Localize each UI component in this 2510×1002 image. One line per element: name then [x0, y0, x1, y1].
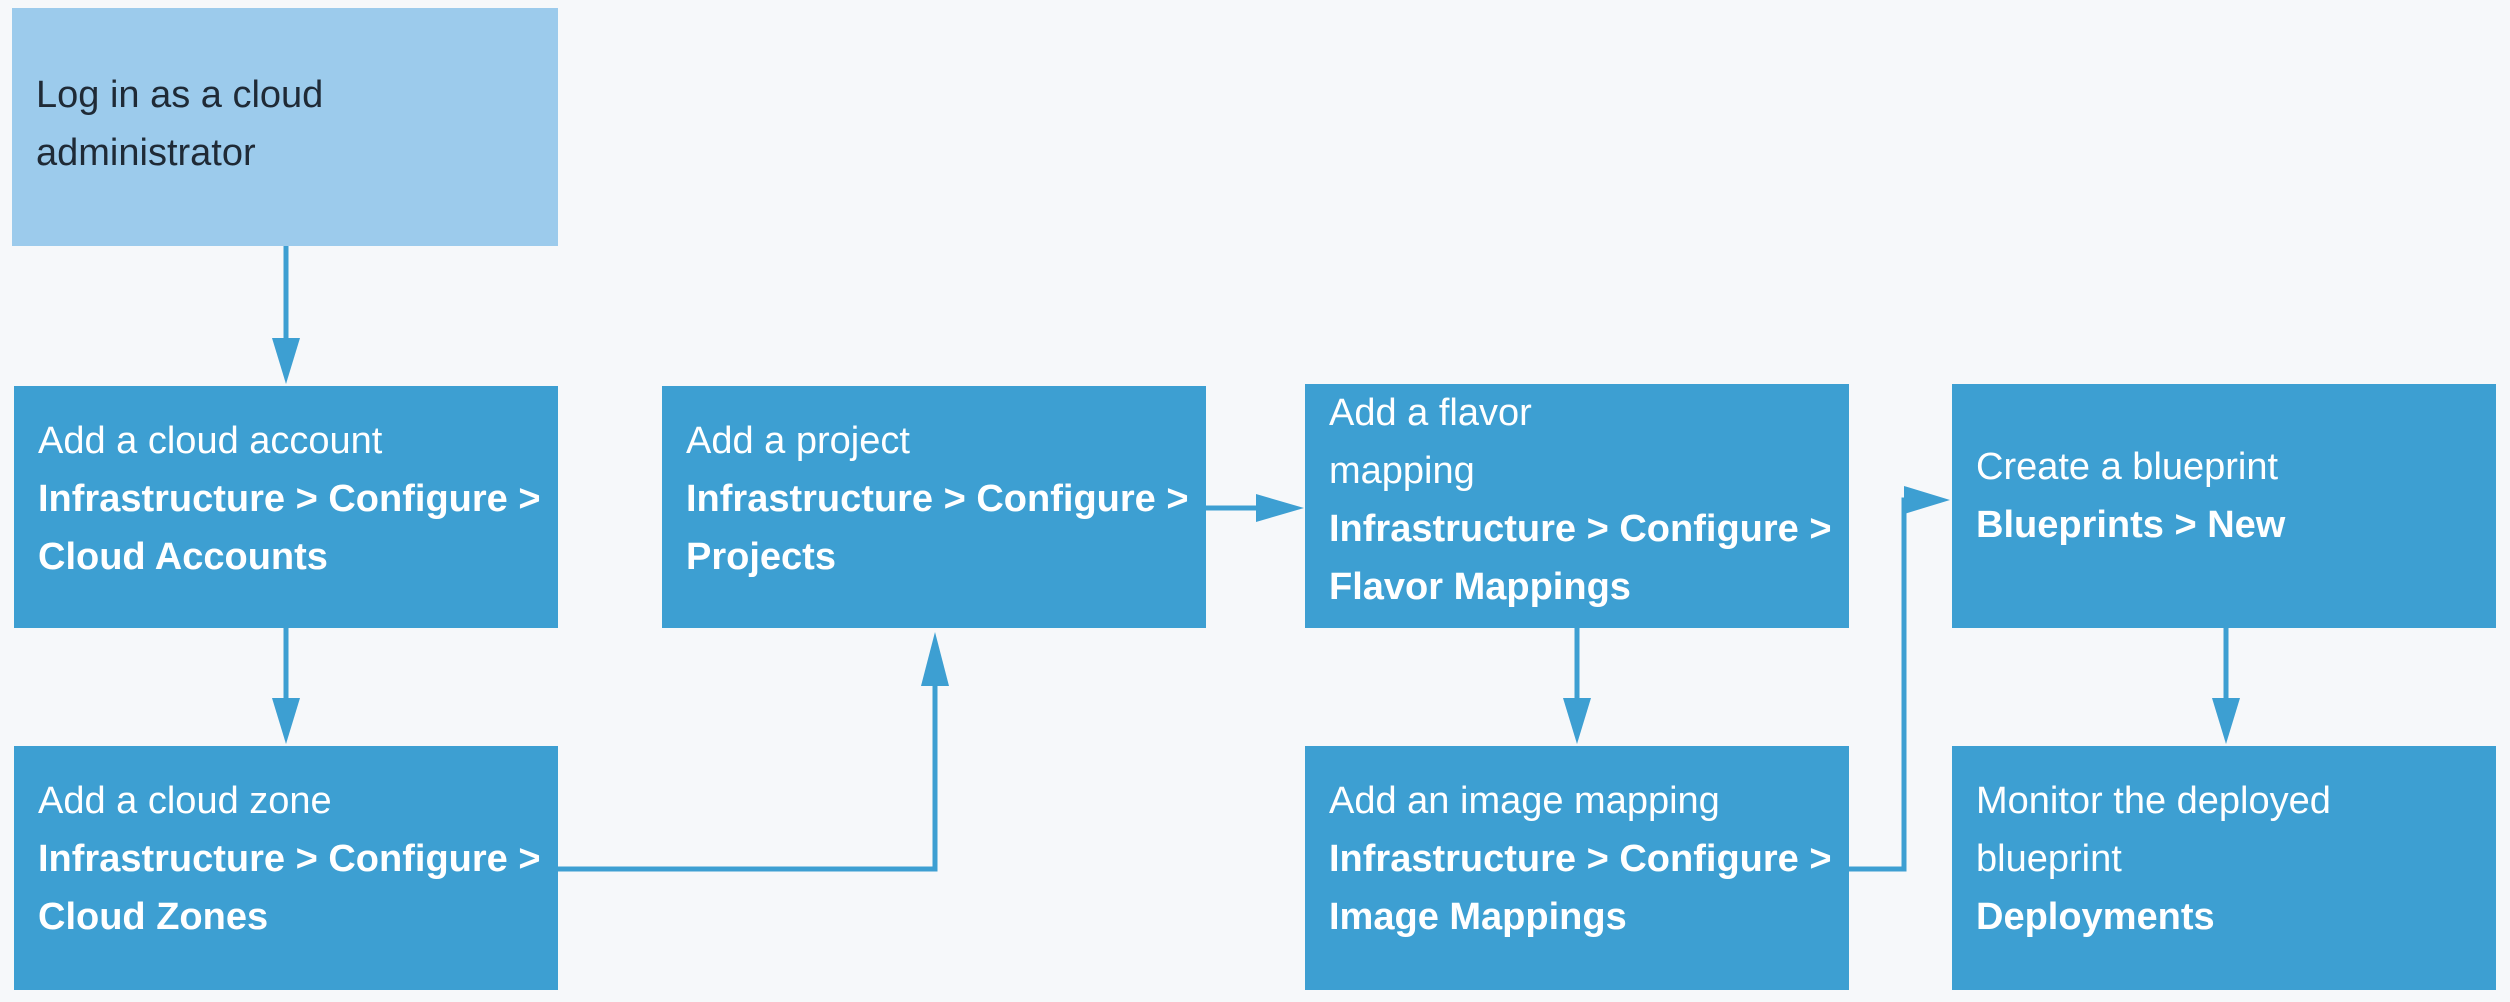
- login-step-line-1: Log in as a cloud: [36, 74, 324, 116]
- connector-image-mapping-to-blueprint: [1849, 497, 1920, 872]
- flavor-mapping-title-line-1: Add a flavor: [1329, 392, 1532, 434]
- project-path-line-2: Projects: [686, 536, 836, 578]
- arrowhead-down-icon: [2212, 698, 2240, 744]
- arrowhead-down-icon: [272, 338, 300, 384]
- arrowhead-right-icon: [1904, 486, 1950, 514]
- cloud-account-path-line-1: Infrastructure > Configure >: [38, 478, 541, 520]
- arrowhead-right-icon: [1256, 494, 1304, 522]
- blueprint-path: Blueprints > New: [1976, 504, 2286, 546]
- flavor-mapping-path-line-1: Infrastructure > Configure >: [1329, 508, 1832, 550]
- cloud-zone-path-line-1: Infrastructure > Configure >: [38, 838, 541, 880]
- login-step-box: Log in as a cloud administrator: [12, 8, 558, 246]
- monitor-title-line-1: Monitor the deployed: [1976, 780, 2331, 822]
- monitor-path: Deployments: [1976, 896, 2215, 938]
- flavor-mapping-path-line-2: Flavor Mappings: [1329, 566, 1631, 608]
- image-mapping-title: Add an image mapping: [1329, 780, 1720, 822]
- flavor-mapping-title-line-2: mapping: [1329, 450, 1475, 492]
- arrowhead-up-icon: [921, 632, 949, 686]
- project-title: Add a project: [686, 420, 910, 462]
- image-mapping-step-box: Add an image mapping Infrastructure > Co…: [1305, 746, 1849, 990]
- login-step-line-2: administrator: [36, 132, 256, 174]
- flavor-mapping-step-box: Add a flavor mapping Infrastructure > Co…: [1305, 384, 1849, 628]
- monitor-step-box: Monitor the deployed blueprint Deploymen…: [1952, 746, 2496, 990]
- cloud-account-title: Add a cloud account: [38, 420, 383, 462]
- arrowhead-down-icon: [1563, 698, 1591, 744]
- image-mapping-path-line-2: Image Mappings: [1329, 896, 1627, 938]
- cloud-zone-path-line-2: Cloud Zones: [38, 896, 269, 938]
- cloud-account-path-line-2: Cloud Accounts: [38, 536, 328, 578]
- cloud-zone-title: Add a cloud zone: [38, 780, 332, 822]
- cloud-zone-step-box: Add a cloud zone Infrastructure > Config…: [14, 746, 558, 990]
- blueprint-step-box: Create a blueprint Blueprints > New: [1952, 384, 2496, 628]
- cloud-account-step-box: Add a cloud account Infrastructure > Con…: [14, 386, 558, 628]
- blueprint-title: Create a blueprint: [1976, 446, 2279, 488]
- project-step-box: Add a project Infrastructure > Configure…: [662, 386, 1206, 628]
- monitor-title-line-2: blueprint: [1976, 838, 2122, 880]
- image-mapping-path-line-1: Infrastructure > Configure >: [1329, 838, 1832, 880]
- arrowhead-down-icon: [272, 698, 300, 744]
- connector-cloud-zone-to-project: [558, 680, 938, 872]
- project-path-line-1: Infrastructure > Configure >: [686, 478, 1189, 520]
